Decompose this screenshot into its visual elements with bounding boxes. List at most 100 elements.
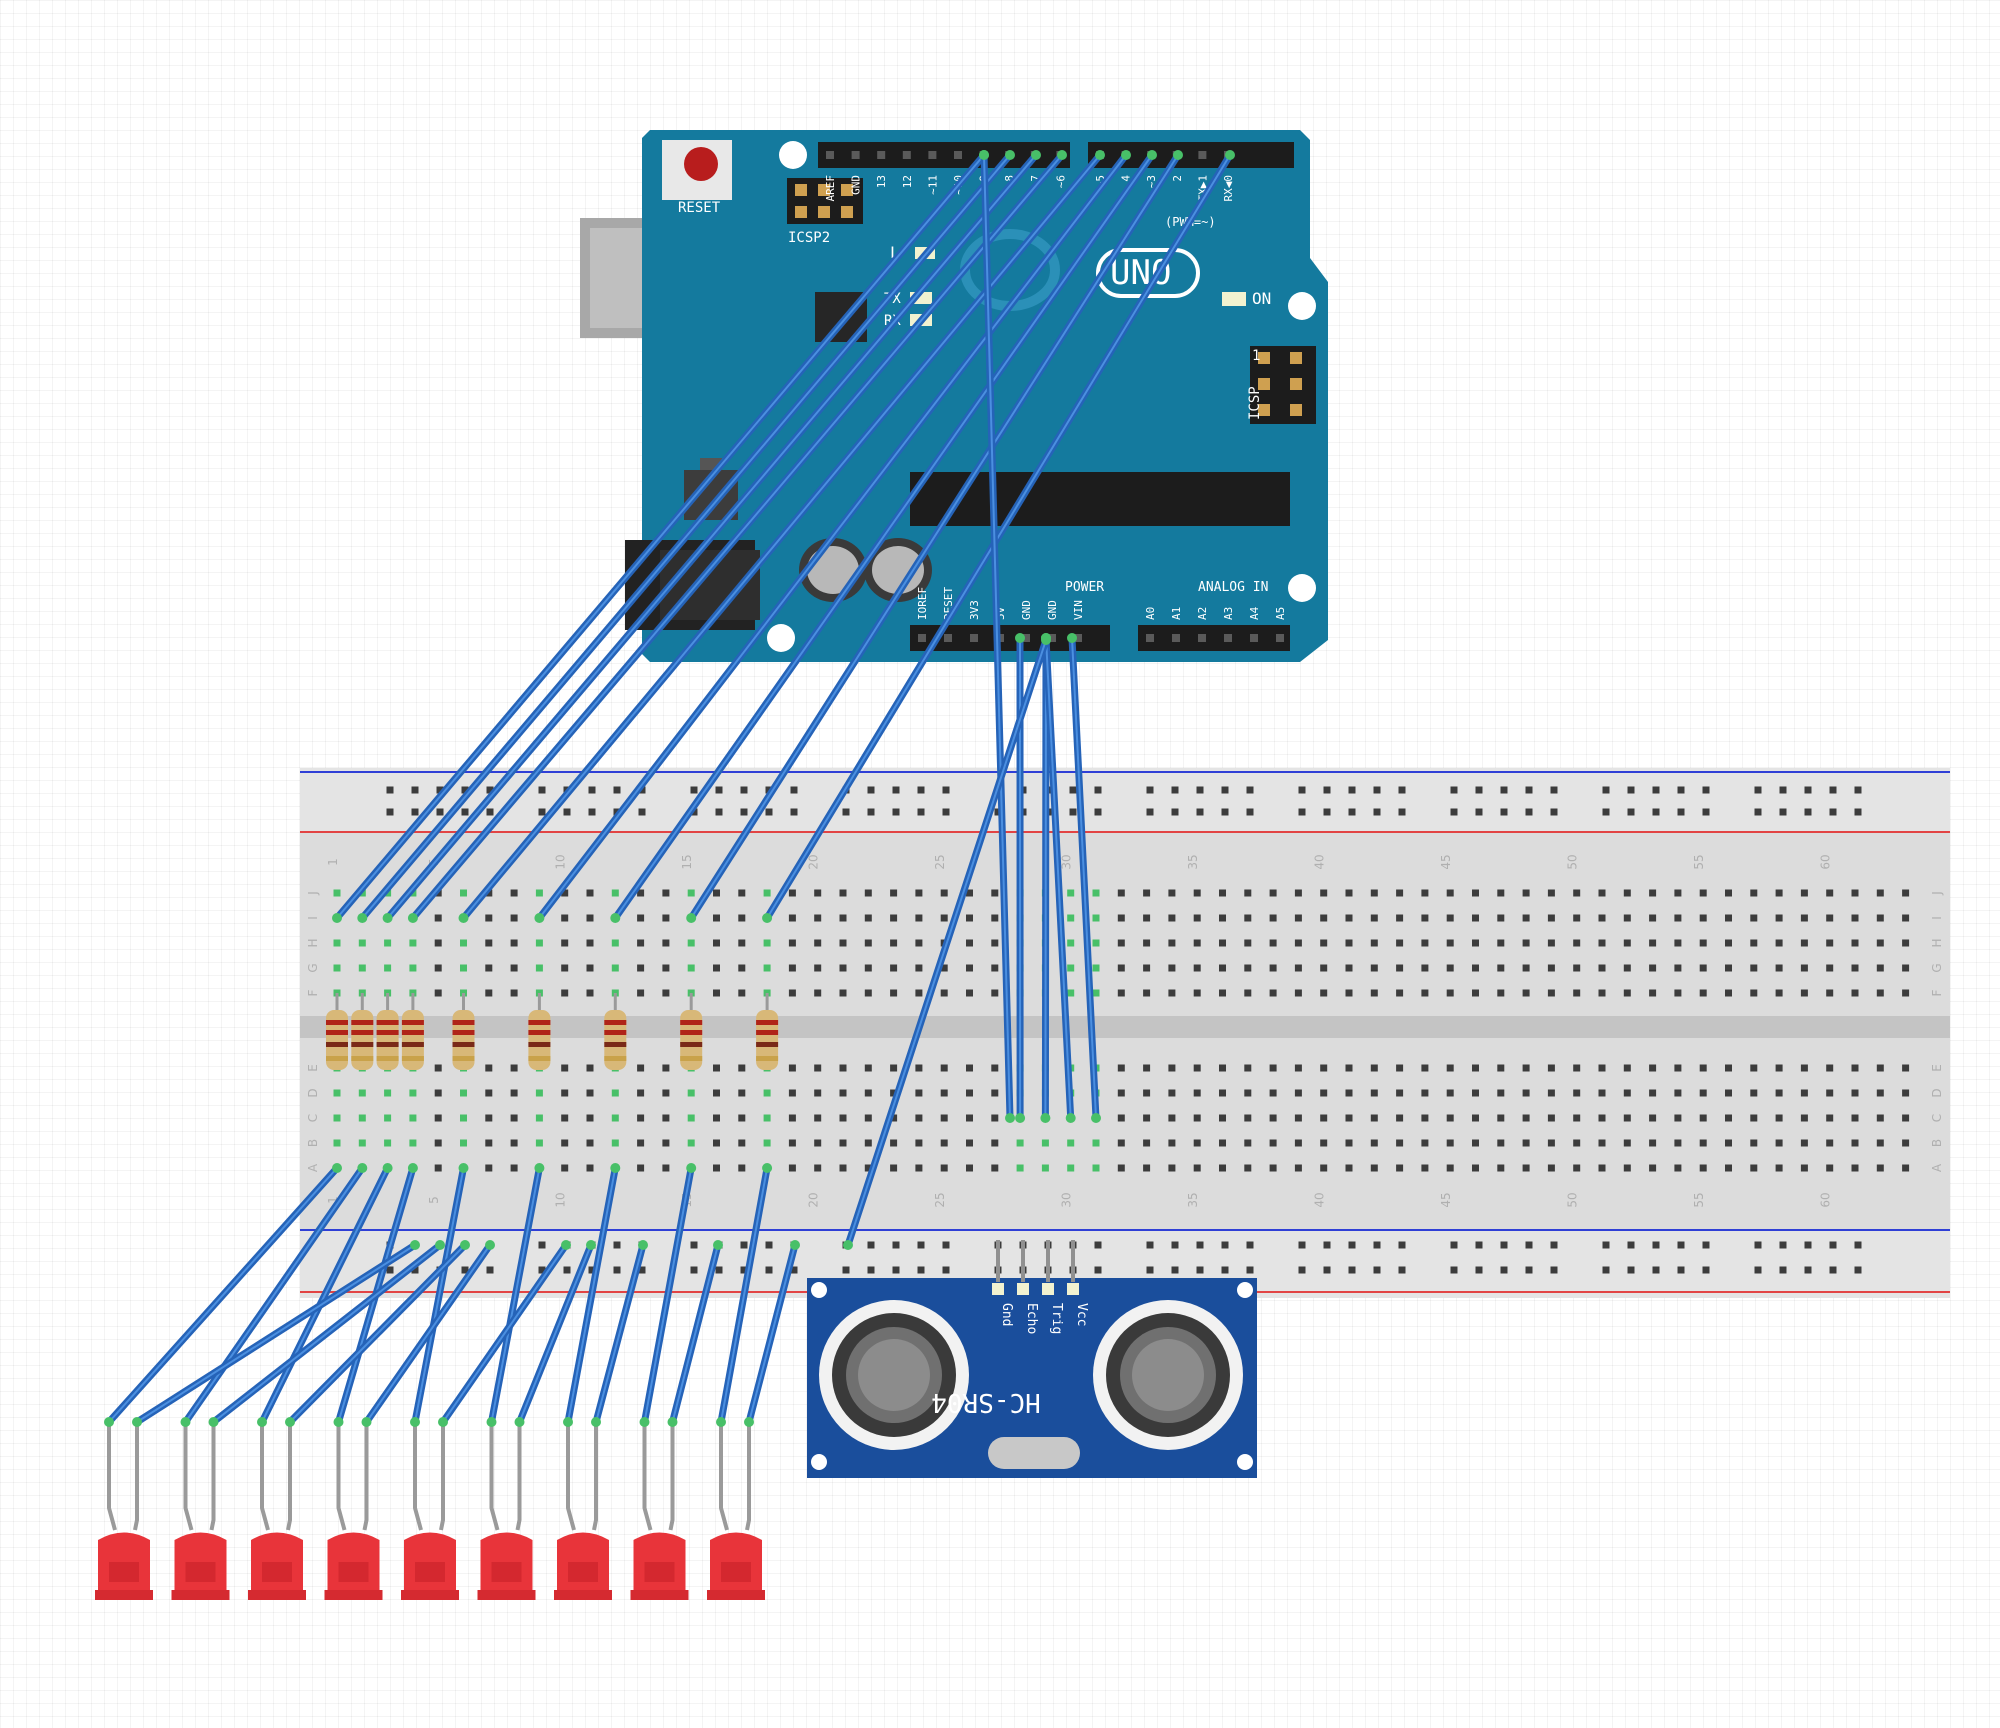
- header-pin[interactable]: [1048, 634, 1056, 642]
- led[interactable]: [554, 1422, 612, 1600]
- breadboard-hole: [1522, 939, 1530, 947]
- breadboard-hole: [1320, 939, 1328, 947]
- jumper-wire[interactable]: [563, 1163, 621, 1427]
- breadboard-hole: [1522, 1089, 1530, 1097]
- jumper-wire[interactable]: [686, 150, 1183, 923]
- breadboard-hole: [1876, 1089, 1884, 1097]
- breadboard-hole: [460, 1089, 467, 1097]
- header-pin[interactable]: [954, 151, 962, 159]
- breadboard-hole: [1573, 914, 1581, 922]
- jumper-wire[interactable]: [410, 1163, 469, 1427]
- breadboard-hole: [1800, 1089, 1808, 1097]
- jumper-wire[interactable]: [843, 635, 1051, 1250]
- header-pin[interactable]: [1172, 634, 1180, 642]
- breadboard-hole: [1320, 889, 1328, 897]
- jumper-wire[interactable]: [716, 1163, 773, 1427]
- jumper-wire[interactable]: [357, 150, 1015, 923]
- column-number-label: 15: [680, 854, 694, 869]
- jumper-wire[interactable]: [407, 150, 1067, 923]
- jumper-wire[interactable]: [208, 1240, 446, 1427]
- breadboard-hole: [1775, 939, 1783, 947]
- jumper-wire[interactable]: [610, 150, 1157, 923]
- led[interactable]: [95, 1422, 153, 1600]
- breadboard-hole: [890, 939, 898, 947]
- jumper-wire[interactable]: [382, 150, 1041, 923]
- rail-hole: [867, 808, 875, 816]
- header-pin[interactable]: [877, 151, 886, 159]
- breadboard-hole: [738, 964, 746, 972]
- breadboard-hole: [814, 1114, 822, 1122]
- column-number-label: 55: [1692, 1192, 1706, 1207]
- jumper-wire[interactable]: [667, 1240, 724, 1427]
- resistor[interactable]: [528, 993, 551, 1070]
- sensor-pin[interactable]: [996, 1240, 1000, 1282]
- jumper-wire[interactable]: [762, 150, 1235, 923]
- rail-hole: [1298, 786, 1306, 794]
- header-pin[interactable]: [1276, 634, 1284, 642]
- sensor-pin[interactable]: [1046, 1240, 1050, 1282]
- breadboard-hole: [1219, 889, 1226, 897]
- jumper-wire[interactable]: [1067, 633, 1101, 1123]
- resistor[interactable]: [326, 993, 348, 1070]
- column-number-label: 30: [1060, 1192, 1074, 1207]
- header-pin[interactable]: [1198, 151, 1207, 159]
- led[interactable]: [630, 1422, 689, 1600]
- jumper-wire[interactable]: [744, 1240, 800, 1427]
- resistor[interactable]: [604, 993, 627, 1070]
- header-pin[interactable]: [1146, 634, 1154, 642]
- resistor[interactable]: [452, 993, 475, 1070]
- breadboard-hole: [1876, 889, 1884, 897]
- header-pin[interactable]: [928, 151, 937, 159]
- breadboard-hole: [940, 1089, 948, 1097]
- header-pin[interactable]: [902, 151, 911, 159]
- sensor-pin[interactable]: [1071, 1240, 1075, 1282]
- header-pin[interactable]: [918, 634, 926, 642]
- header-pin[interactable]: [1074, 634, 1082, 642]
- jumper-wire[interactable]: [486, 1163, 545, 1427]
- breadboard-hole: [1269, 939, 1277, 947]
- rail-hole: [1702, 1266, 1710, 1274]
- jumper-wire[interactable]: [285, 1240, 470, 1427]
- jumper-wire[interactable]: [979, 150, 1015, 1123]
- breadboard-hole: [637, 914, 645, 922]
- jumper-wire[interactable]: [132, 1240, 420, 1427]
- breadboard-hole: [1522, 964, 1530, 972]
- jumper-wire[interactable]: [257, 1163, 393, 1427]
- reset-button[interactable]: [684, 147, 718, 181]
- sensor-pin[interactable]: [1021, 1240, 1025, 1282]
- resistor[interactable]: [376, 993, 399, 1070]
- led[interactable]: [707, 1422, 765, 1600]
- header-pin[interactable]: [970, 634, 978, 642]
- header-pin[interactable]: [1198, 634, 1206, 642]
- jumper-wire[interactable]: [438, 1240, 571, 1427]
- jumper-wire[interactable]: [514, 1240, 597, 1427]
- led[interactable]: [248, 1422, 306, 1600]
- breadboard-hole: [409, 939, 417, 947]
- breadboard-hole: [1421, 889, 1429, 897]
- transducer-left: [819, 1300, 969, 1450]
- header-pin[interactable]: [1224, 634, 1232, 642]
- resistor[interactable]: [680, 993, 703, 1070]
- jumper-wire[interactable]: [458, 150, 1106, 923]
- resistor[interactable]: [351, 993, 374, 1070]
- jumper-wire[interactable]: [104, 1163, 342, 1427]
- header-pin[interactable]: [1022, 634, 1030, 642]
- row-letter-label: J: [306, 891, 320, 896]
- jumper-wire[interactable]: [180, 1163, 368, 1427]
- led[interactable]: [401, 1422, 459, 1600]
- led[interactable]: [324, 1422, 383, 1600]
- header-pin[interactable]: [851, 151, 860, 159]
- header-pin[interactable]: [944, 634, 952, 642]
- jumper-wire[interactable]: [591, 1240, 648, 1427]
- resistor[interactable]: [401, 993, 424, 1070]
- led[interactable]: [171, 1422, 230, 1600]
- jumper-wire[interactable]: [534, 150, 1131, 923]
- jumper-wire[interactable]: [361, 1240, 496, 1427]
- jumper-wire[interactable]: [639, 1163, 697, 1427]
- header-pin[interactable]: [826, 151, 834, 159]
- breadboard-hole: [358, 1114, 366, 1122]
- resistor[interactable]: [756, 993, 779, 1070]
- led[interactable]: [477, 1422, 536, 1600]
- header-pin[interactable]: [1250, 634, 1258, 642]
